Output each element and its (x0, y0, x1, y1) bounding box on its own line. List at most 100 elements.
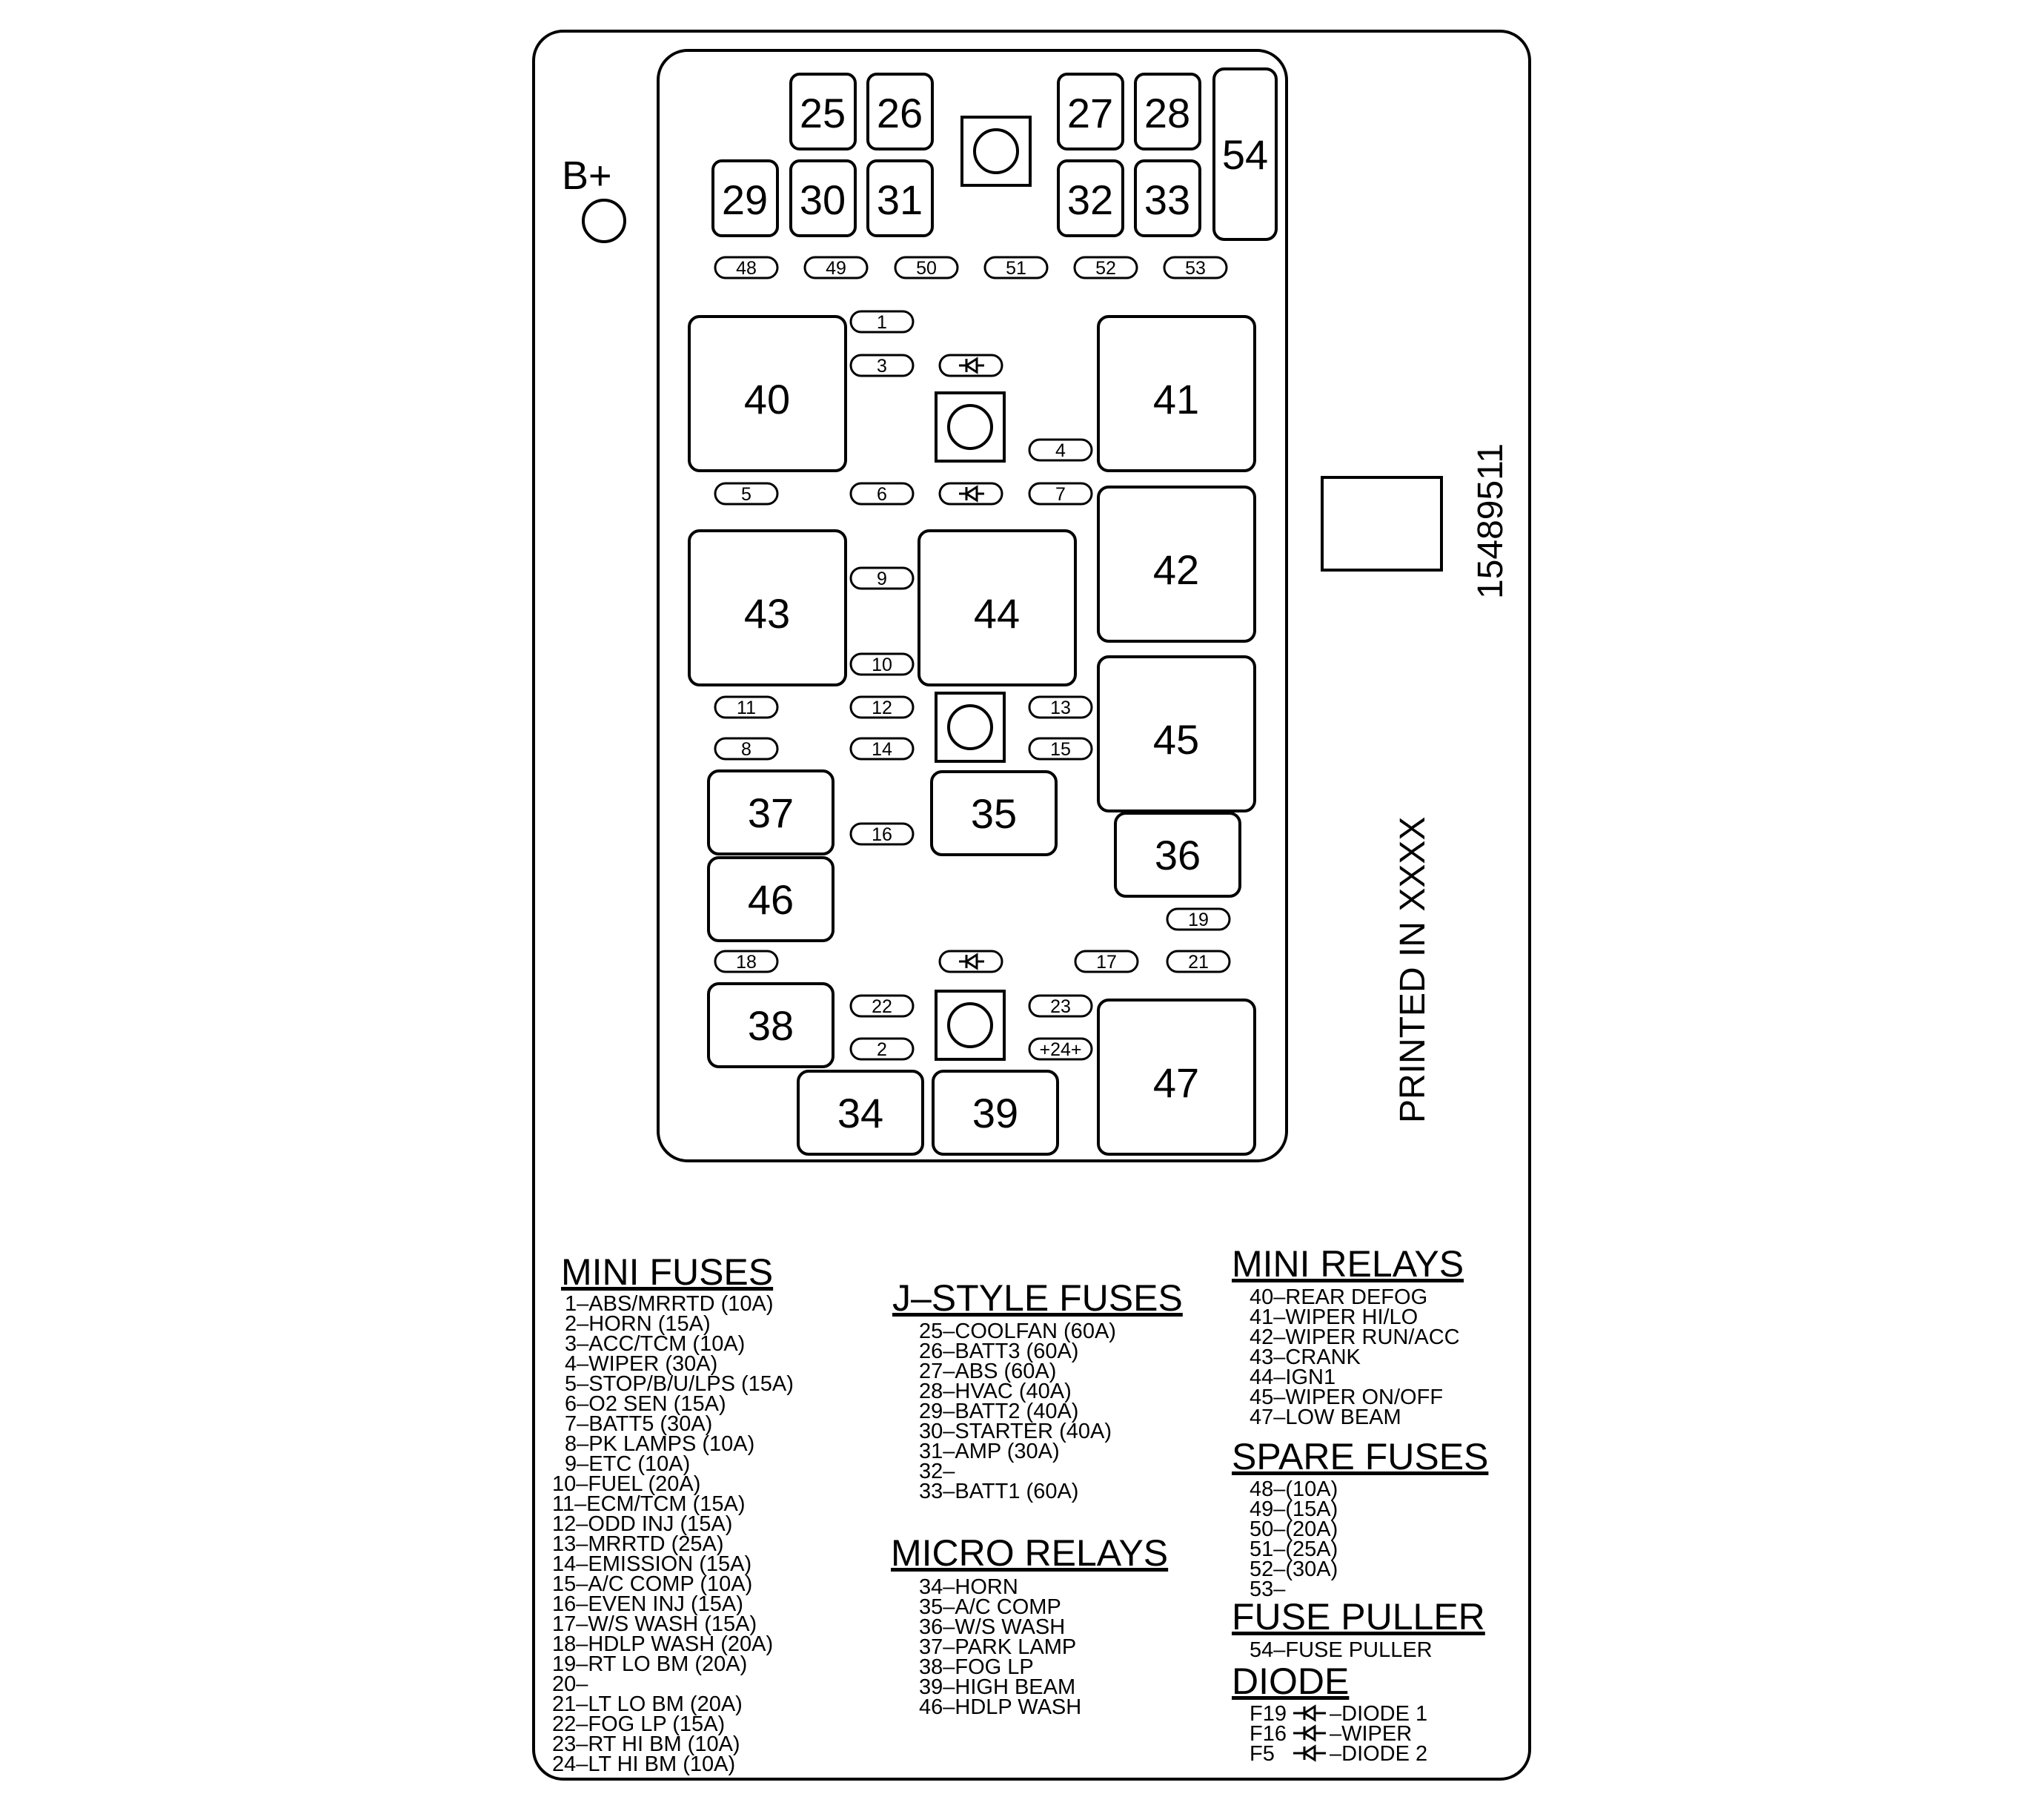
diode-slot-top (938, 354, 1003, 377)
relay-43: 43 (688, 529, 847, 686)
legend-item: 39–HIGH BEAM (919, 1675, 1075, 1699)
fuse-label: 15 (1050, 739, 1071, 760)
relay-46: 46 (707, 856, 834, 942)
fuse-label: 22 (872, 996, 892, 1017)
legend-item: 46–HDLP WASH (919, 1695, 1081, 1719)
legend-item: 6–O2 SEN (15A) (565, 1392, 726, 1416)
legend-item: 17–W/S WASH (15A) (552, 1612, 757, 1636)
legend-item: 8–PK LAMPS (10A) (565, 1432, 754, 1456)
legend-heading: SPARE FUSES (1232, 1436, 1488, 1477)
mounting-stud-middle (935, 692, 1006, 763)
fuse-label: 25 (800, 90, 846, 136)
relay-34: 34 (797, 1070, 924, 1156)
legend-item: 10–FUEL (20A) (552, 1472, 700, 1496)
bplus-terminal-icon (582, 199, 626, 243)
legend-item: 43–CRANK (1250, 1345, 1361, 1369)
relay-42: 42 (1097, 486, 1256, 643)
legend-item: 47–LOW BEAM (1250, 1406, 1401, 1429)
relay-label: 47 (1153, 1059, 1199, 1106)
fuse-label: 6 (877, 484, 887, 505)
fuse-label: 50 (916, 258, 937, 279)
fuse-label: 17 (1096, 952, 1117, 973)
fuse-label: 27 (1067, 90, 1113, 136)
relay-label: 46 (748, 876, 794, 923)
part-number: 15489511 (1471, 443, 1510, 599)
legend-item: 12–ODD INJ (15A) (552, 1512, 732, 1536)
fuse-label: 53 (1185, 258, 1206, 279)
relay-label: 35 (971, 790, 1017, 837)
legend-item: 40–REAR DEFOG (1250, 1285, 1427, 1309)
legend-mini-fuses: MINI FUSES 1–ABS/MRRTD (10A) 2–HORN (15A… (552, 1251, 794, 1776)
fuse-label: 19 (1188, 910, 1209, 930)
diode-desc: –WIPER (1330, 1722, 1412, 1746)
jfuse-27: 27 (1057, 73, 1124, 150)
legend-item: 31–AMP (30A) (919, 1440, 1060, 1463)
minifuse-50: 50 (894, 256, 959, 279)
legend-item: 16–EVEN INJ (15A) (552, 1592, 743, 1616)
diode-desc: –DIODE 1 (1330, 1702, 1427, 1726)
fuse-label: 13 (1050, 698, 1071, 718)
legend-item: 48–(10A) (1250, 1477, 1338, 1501)
fuse-label: 29 (722, 176, 768, 223)
minifuse-6: 6 (849, 482, 915, 506)
legend-item: 13–MRRTD (25A) (552, 1532, 724, 1556)
fuse-label: 48 (736, 258, 757, 279)
minifuse-18: 18 (714, 950, 779, 973)
minifuse-14: 14 (849, 737, 915, 761)
fuse-label: 33 (1144, 176, 1190, 223)
minifuse-2: 2 (849, 1037, 915, 1061)
minifuse-19: 19 (1166, 907, 1231, 931)
legend-item: 32– (919, 1460, 955, 1483)
minifuse-10: 10 (849, 652, 915, 676)
legend-item: 36–W/S WASH (919, 1615, 1065, 1639)
legend-item: 25–COOLFAN (60A) (919, 1320, 1116, 1343)
diode-desc: –DIODE 2 (1330, 1742, 1427, 1766)
minifuse-53: 53 (1163, 256, 1228, 279)
relay-label: 42 (1153, 546, 1199, 593)
fuse-label: 4 (1055, 440, 1066, 461)
relay-47: 47 (1097, 999, 1256, 1156)
minifuse-51: 51 (983, 256, 1049, 279)
bplus-label: B+ (562, 153, 612, 198)
legend-item: 3–ACC/TCM (10A) (565, 1332, 745, 1356)
minifuse-9: 9 (849, 566, 915, 590)
relay-label: 34 (837, 1090, 883, 1136)
fuse-label: 12 (872, 698, 892, 718)
legend-item: 5–STOP/B/U/LPS (15A) (565, 1372, 794, 1396)
fuse-label: 49 (826, 258, 846, 279)
legend-item: 7–BATT5 (30A) (565, 1412, 712, 1436)
legend-item: 50–(20A) (1250, 1517, 1338, 1541)
relay-label: 43 (744, 590, 790, 637)
legend-item: 11–ECM/TCM (15A) (552, 1492, 746, 1516)
legend-heading: MINI RELAYS (1232, 1243, 1464, 1285)
legend-item: 15–A/C COMP (10A) (552, 1572, 752, 1596)
legend-item: 34–HORN (919, 1575, 1018, 1599)
legend-item: 27–ABS (60A) (919, 1360, 1056, 1383)
minifuse-13: 13 (1028, 695, 1093, 719)
fuse-label: 51 (1006, 258, 1026, 279)
legend-item: 38–FOG LP (919, 1655, 1034, 1679)
diode-code: F5 (1250, 1742, 1275, 1766)
relay-44: 44 (918, 529, 1077, 686)
diode-symbol-icon (1293, 1704, 1326, 1722)
legend-heading: MINI FUSES (561, 1251, 773, 1293)
legend-item: 51–(25A) (1250, 1537, 1338, 1561)
fuse-label: 2 (877, 1039, 887, 1060)
relay-45: 45 (1097, 655, 1256, 812)
legend-item: 20– (552, 1672, 588, 1696)
legend-item: 29–BATT2 (40A) (919, 1400, 1078, 1423)
minifuse-7: 7 (1028, 482, 1093, 506)
fuse-label: 8 (741, 739, 751, 760)
minifuse-24: +24+ (1028, 1037, 1093, 1061)
legend-spare-fuses: SPARE FUSES 48–(10A) 49–(15A) 50–(20A) 5… (1232, 1436, 1488, 1601)
jfuse-28: 28 (1134, 73, 1201, 150)
fuse-label: +24+ (1039, 1039, 1081, 1060)
relay-36: 36 (1114, 812, 1241, 898)
relay-35: 35 (930, 770, 1058, 856)
legend-item: 4–WIPER (30A) (565, 1352, 717, 1376)
mounting-stud-lower (935, 990, 1006, 1061)
fuse-label: 3 (877, 356, 887, 377)
minifuse-5: 5 (714, 482, 779, 506)
legend-fuse-puller: FUSE PULLER 54–FUSE PULLER (1232, 1596, 1485, 1662)
